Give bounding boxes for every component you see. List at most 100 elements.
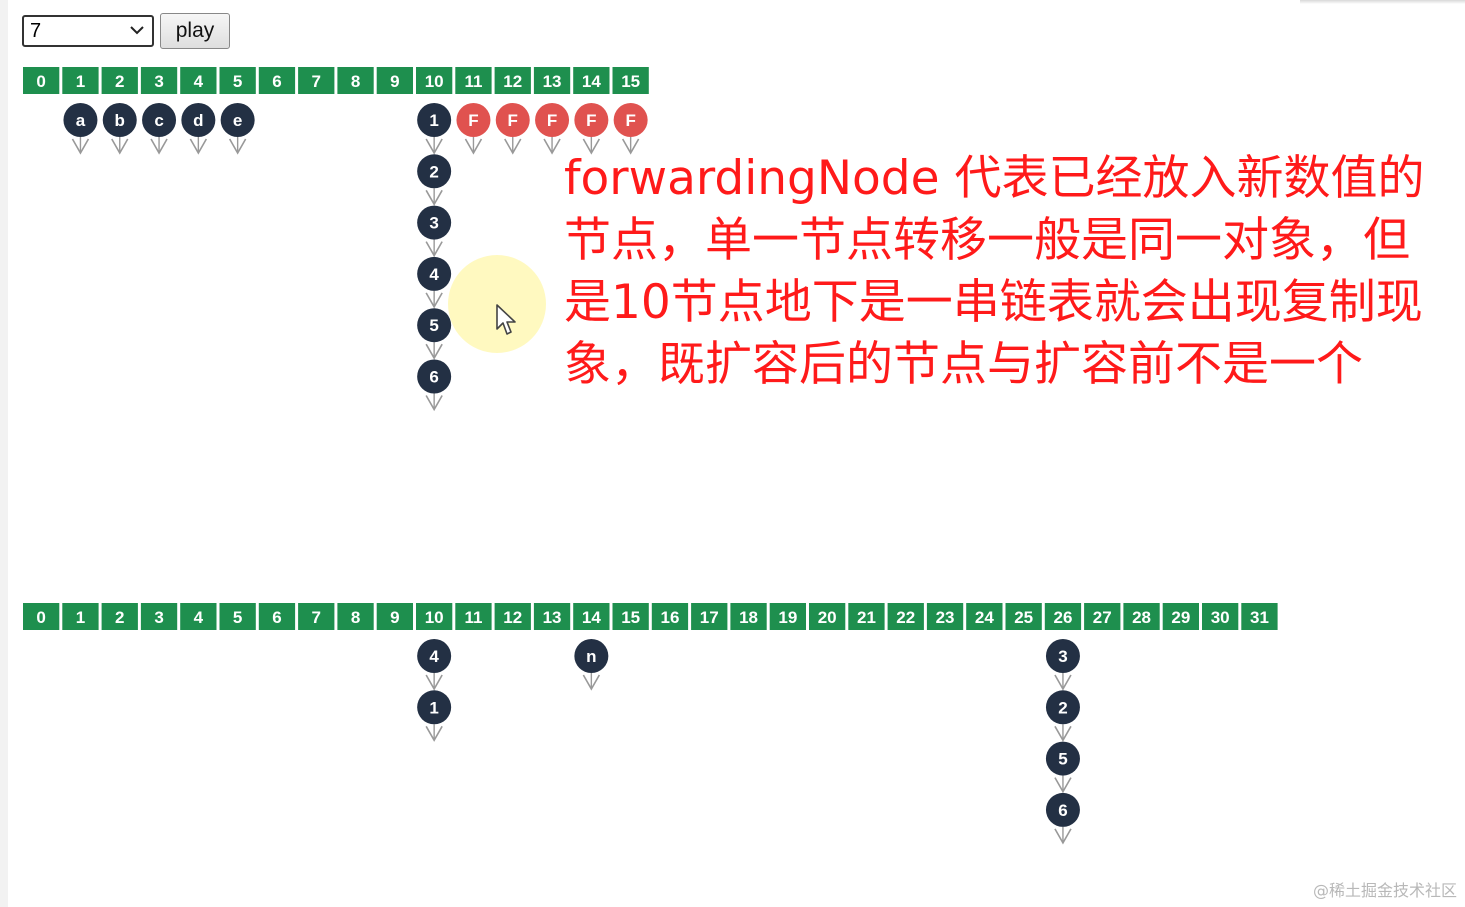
old-table-node-pointer-icon [228, 138, 247, 155]
cursor-highlight [448, 255, 546, 353]
old-table-slot-label: 10 [425, 72, 444, 91]
new-table-node-pointer-icon [425, 674, 443, 691]
old-table-node-label: F [625, 111, 635, 130]
old-table-node-label: 2 [429, 162, 438, 181]
new-table-slot-label: 19 [778, 608, 797, 627]
old-table-slot-label: 9 [390, 72, 399, 91]
new-table-slot [1241, 603, 1278, 630]
old-table-slot [416, 67, 453, 94]
new-table-slot-label: 8 [351, 608, 360, 627]
old-table-node-pointer-icon [71, 138, 90, 155]
new-table-slot-label: 15 [621, 608, 640, 627]
new-table-slot [455, 603, 492, 630]
old-table-slot [101, 67, 138, 94]
new-table-slot-label: 28 [1132, 608, 1151, 627]
new-table-node-label: 2 [1058, 698, 1067, 717]
new-table-node [417, 639, 452, 673]
new-table-slot [612, 603, 649, 630]
old-table-slot-label: 8 [351, 72, 360, 91]
new-table-slot [769, 603, 806, 630]
new-table-slot [691, 603, 728, 630]
new-table-slot [494, 603, 531, 630]
new-table-node-label: 6 [1058, 801, 1067, 820]
new-table-slot-label: 16 [660, 608, 679, 627]
new-table-slot [730, 603, 767, 630]
new-table-node [1045, 690, 1080, 725]
old-table-slot [494, 67, 531, 94]
old-table-slot [376, 67, 413, 94]
new-table-node-label: 1 [429, 698, 438, 717]
old-table-slot [62, 67, 99, 94]
old-table-node-label: F [586, 111, 596, 130]
new-table-slot [1202, 603, 1239, 630]
chevron-down-icon [130, 26, 144, 35]
old-table-slot [573, 67, 610, 94]
new-table-slot [23, 603, 60, 630]
new-table-slot-label: 29 [1171, 608, 1190, 627]
old-table-node-label: 1 [429, 111, 438, 130]
new-table-slot [1162, 603, 1199, 630]
old-table-forwarding-node [495, 103, 530, 137]
old-table-slot [337, 67, 374, 94]
new-table-slot-label: 24 [975, 608, 994, 627]
old-table-node-pointer-icon [425, 138, 443, 155]
new-table-node-label: 4 [429, 647, 439, 666]
new-table-slot-label: 12 [503, 608, 522, 627]
old-table-node-label: F [508, 111, 518, 130]
new-table-slot-label: 4 [194, 608, 204, 627]
new-table-slot-label: 3 [154, 608, 163, 627]
new-table-slot [651, 603, 689, 630]
old-table-node-pointer-icon [111, 138, 129, 155]
old-table-node-label: c [154, 111, 163, 130]
new-table-slot-label: 22 [896, 608, 915, 627]
new-table-slot [887, 603, 924, 630]
new-table-node-label: n [586, 647, 596, 666]
new-table-slot-label: 27 [1093, 608, 1112, 627]
new-table-slot-label: 21 [857, 608, 876, 627]
old-table-slot-label: 0 [36, 72, 45, 91]
new-table-slot [573, 603, 610, 630]
new-table-slot-label: 13 [543, 608, 562, 627]
old-table-slot-label: 15 [621, 72, 640, 91]
old-table-node-label: b [115, 111, 125, 130]
old-table-forwarding-node [613, 103, 648, 137]
old-table-forwarding-node [535, 103, 570, 137]
old-table-node-label: e [233, 111, 242, 130]
new-table-node [417, 690, 452, 725]
speed-select-value: 7 [30, 20, 42, 42]
new-table-slot-label: 0 [36, 608, 45, 627]
old-table-node [417, 308, 452, 343]
new-table-slot [62, 603, 99, 630]
old-table-node-pointer-icon [582, 138, 601, 155]
old-table-node [220, 103, 255, 137]
old-table-slot-label: 5 [233, 72, 242, 91]
new-table-slot-label: 7 [312, 608, 321, 627]
old-table-node-pointer-icon [189, 138, 208, 155]
new-table-slot [376, 603, 413, 630]
forwarding-node-annotation: forwardingNode 代表已经放入新数值的节点，单一节点转移一般是同一对… [564, 151, 1425, 392]
new-table-node-pointer-icon [582, 674, 601, 691]
old-table-slot [180, 67, 217, 94]
new-table-slot-label: 14 [582, 608, 601, 627]
new-table-slot [1005, 603, 1042, 630]
old-table-node-pointer-icon [425, 241, 443, 258]
new-table-node-pointer-icon [1054, 777, 1072, 794]
new-table-slot-label: 10 [425, 608, 444, 627]
page-left-edge [0, 0, 8, 907]
old-table-node-pointer-icon [621, 138, 640, 155]
play-button[interactable]: play [160, 13, 230, 49]
new-table-node [1045, 792, 1080, 827]
old-table-node [417, 154, 452, 189]
old-table-slot-label: 6 [272, 72, 281, 91]
old-table-node [417, 205, 452, 240]
old-table-slot [455, 67, 492, 94]
old-table-node-pointer-icon [464, 138, 483, 155]
old-table-node [142, 103, 177, 137]
new-table-node [1045, 741, 1080, 776]
speed-select[interactable]: 7 [22, 15, 154, 47]
new-table-slot-label: 26 [1053, 608, 1072, 627]
old-table-slot-label: 7 [312, 72, 321, 91]
new-table-slot [258, 603, 296, 630]
new-table-slot [140, 603, 178, 630]
